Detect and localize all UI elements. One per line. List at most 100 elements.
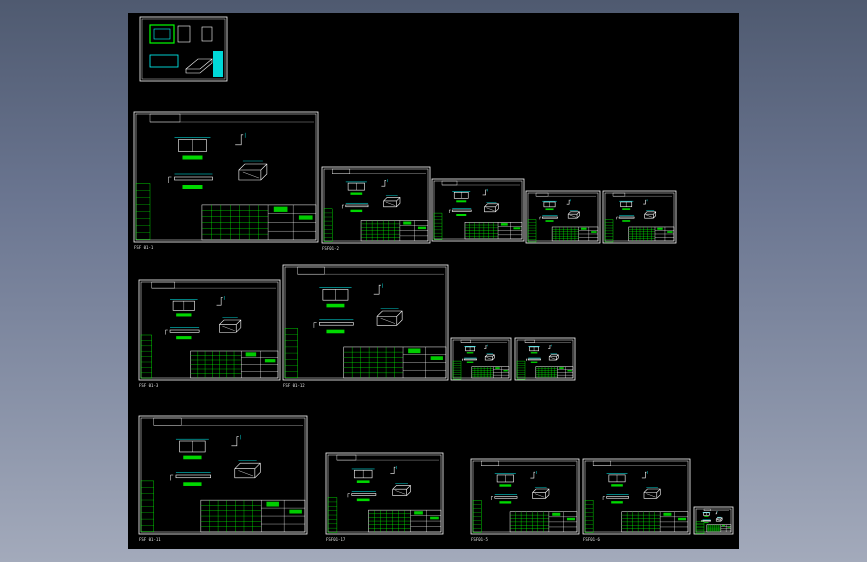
sheet-inner-frame <box>140 417 306 533</box>
sheet-outer-frame <box>450 337 512 381</box>
view-label <box>499 484 512 487</box>
title-block-text-mark <box>298 215 313 220</box>
view-label <box>530 352 538 354</box>
part-bar-end <box>341 204 344 209</box>
part-isometric-view <box>376 310 403 326</box>
isometric-edge <box>222 325 235 331</box>
title-block-text-mark <box>513 227 521 230</box>
view-label <box>545 208 554 211</box>
sheet-caption: FSF01-5 <box>471 537 488 542</box>
drawing-sheet-r1c[interactable] <box>431 178 525 242</box>
view-label <box>611 484 623 487</box>
view-label <box>326 303 345 308</box>
sheet-outer-frame <box>525 190 601 244</box>
title-block-text-mark <box>264 359 276 363</box>
sheet-inner-frame <box>527 192 599 242</box>
view-label <box>530 361 538 363</box>
part-bar-view <box>494 496 518 499</box>
sheet-inner-frame <box>604 192 675 242</box>
drawing-sheet-overview[interactable] <box>139 16 228 82</box>
sheet-outer-frame <box>470 458 580 535</box>
sheet-caption: FSF 01-12 <box>283 383 305 388</box>
part-isometric-view <box>567 211 580 219</box>
title-block-text-mark <box>500 223 508 226</box>
view-label <box>176 313 192 317</box>
drawing-number-tag <box>612 192 626 197</box>
title-block-text-mark <box>657 227 663 230</box>
title-block-text-mark <box>289 509 302 514</box>
part-isometric-view <box>484 203 499 213</box>
drawing-sheet-r3b[interactable]: FSF01-17 <box>325 452 444 542</box>
view-label <box>611 501 623 504</box>
view-label <box>356 498 370 502</box>
title-block-text-mark <box>722 525 725 527</box>
drawing-number-tag <box>297 266 325 275</box>
view-label <box>499 501 512 504</box>
view-label <box>326 329 345 334</box>
title-block-text-mark <box>403 221 412 225</box>
drawing-sheet-r3a[interactable]: FSF 01-11 <box>138 415 308 542</box>
title-block-text-mark <box>273 206 288 212</box>
part-bar-view <box>174 176 213 181</box>
view-label <box>466 352 474 354</box>
part-side-view <box>643 199 647 205</box>
drawing-sheet-r1a[interactable]: FSF 01-1 <box>133 111 319 250</box>
drawing-number-tag <box>441 180 458 186</box>
part-side-view <box>373 284 381 295</box>
drawing-number-tag <box>592 460 611 466</box>
assembly-isometric-view <box>185 58 213 74</box>
isometric-edge <box>717 519 721 521</box>
title-block-text-mark <box>559 367 564 369</box>
drawing-sheet-r3c[interactable]: FSF01-5 <box>470 458 580 542</box>
title-block-text-mark <box>266 501 279 507</box>
part-bar-end <box>539 216 542 220</box>
isometric-edge <box>395 490 406 495</box>
title-block-text-mark <box>408 348 421 354</box>
title-block-text-mark <box>727 526 731 528</box>
drawing-number-tag <box>151 281 175 289</box>
part-isometric-view <box>643 488 661 499</box>
part-bar-view <box>175 474 211 479</box>
part-side-view <box>216 297 223 306</box>
sheet-caption: FSF 01-1 <box>134 245 154 250</box>
drawing-sheet-r1d[interactable] <box>525 190 601 244</box>
part-bar-view <box>541 216 558 219</box>
overview-inner-frame <box>141 18 226 80</box>
drawing-sheet-r2b[interactable]: FSF 01-12 <box>282 264 449 388</box>
drawing-number-tag <box>524 339 535 343</box>
sheet-outer-frame <box>133 111 319 243</box>
part-isometric-view <box>484 354 495 361</box>
assembly-front-view <box>149 54 179 68</box>
sheet-outer-frame <box>602 190 677 244</box>
title-block-text-mark <box>566 517 575 521</box>
title-block-text-mark <box>567 370 572 372</box>
drawing-number-tag <box>153 417 182 426</box>
view-label <box>466 361 474 363</box>
sheet-outer-frame <box>693 506 734 535</box>
drawing-sheet-r1e[interactable] <box>602 190 677 244</box>
title-block-text-mark <box>678 517 687 521</box>
sheet-inner-frame <box>433 180 523 240</box>
title-block-text-mark <box>591 231 597 233</box>
drawing-sheet-r3e[interactable] <box>693 506 734 535</box>
drawing-number-tag <box>336 454 357 461</box>
part-bar-view <box>345 204 369 208</box>
part-bar-end <box>170 474 174 481</box>
view-label <box>545 220 554 222</box>
view-label <box>704 516 709 517</box>
isometric-edge <box>550 357 556 360</box>
sheet-inner-frame <box>327 454 442 533</box>
drawing-sheet-r2c[interactable] <box>450 337 512 381</box>
drawing-sheet-r2a[interactable]: FSF 01-3 <box>138 279 281 388</box>
drawing-sheet-r2d[interactable] <box>514 337 576 381</box>
drawing-sheet-r1b[interactable]: FSF01-2 <box>321 166 431 251</box>
sheet-caption: FSF01-6 <box>583 537 600 542</box>
title-block-text-mark <box>417 226 426 230</box>
view-label <box>350 192 363 195</box>
drawing-sheet-r3d[interactable]: FSF01-6 <box>582 458 691 542</box>
part-bar-view <box>351 493 377 496</box>
part-bar-end <box>490 496 493 501</box>
title-block-text-mark <box>581 227 587 230</box>
